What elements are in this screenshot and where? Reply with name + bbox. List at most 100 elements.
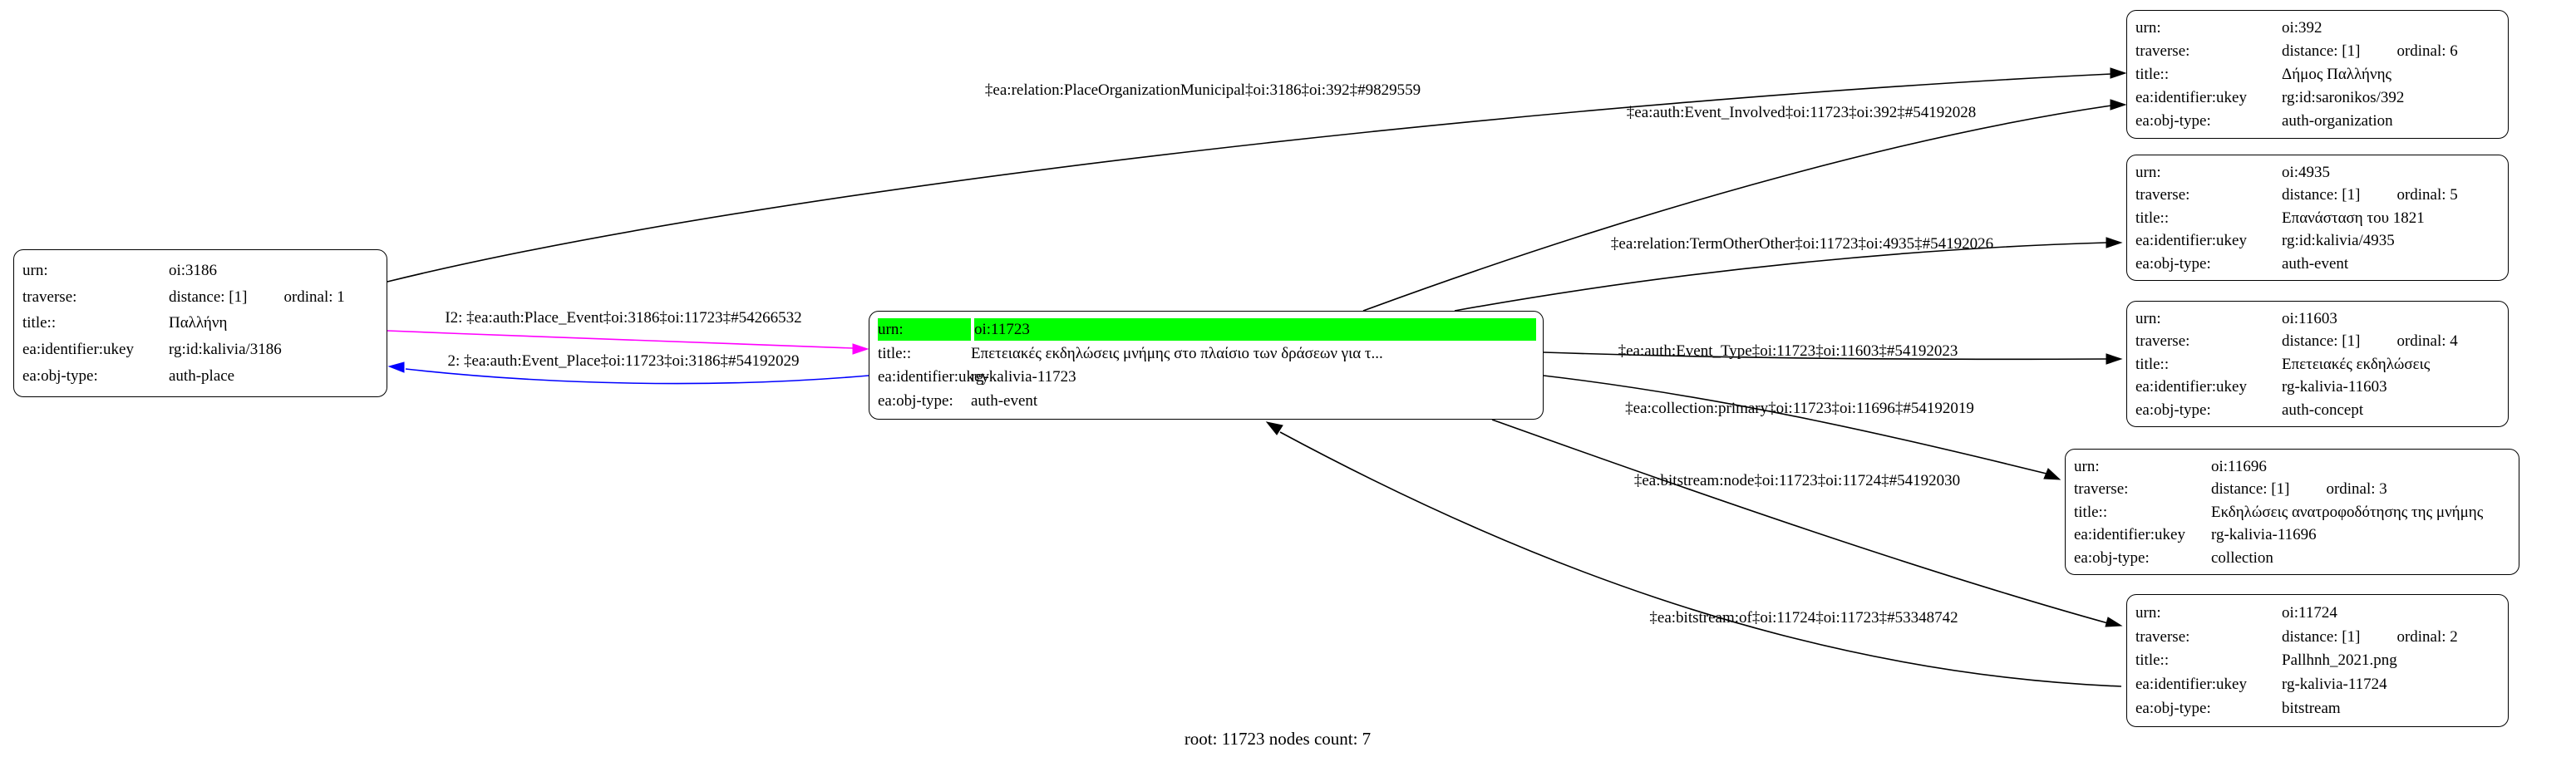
node-field-row: ea:identifier:ukey rg:id:kalivia/3186 [22,338,380,361]
node-field-row: traverse: distance: [1] ordinal: 5 [2135,184,2501,206]
field-value: rg:id:saronikos/392 [2282,89,2405,106]
field-label: ea:obj-type: [2135,254,2211,273]
field-value: oi:392 [2282,19,2322,37]
node-field-row: title:: Επετειακές εκδηλώσεις μνήμης στο… [878,342,1536,365]
field-value: distance: [1] [2282,186,2361,204]
edge-collection-primary [1543,375,2061,480]
field-value: oi:3186 [169,261,218,279]
node-field-row-highlighted: urn: oi:11723 [878,317,1536,341]
node-field-row: title:: Εκδηλώσεις ανατροφοδότησης της μ… [2074,501,2512,524]
node-field-row: ea:identifier:ukey rg-kalivia-11603 [2135,376,2501,398]
node-field-row: urn: oi:11724 [2135,602,2501,624]
edge-label-place-organization-municipal: ‡ea:relation:PlaceOrganizationMunicipal‡… [984,81,1421,99]
field-label: title:: [22,314,57,332]
edge-auth-event-type [1543,351,2123,365]
node-field-row: urn: oi:11696 [2074,455,2512,478]
field-label: title:: [2074,503,2108,521]
field-label: ea:obj-type: [878,392,953,410]
node-field-row: ea:obj-type: bitstream [2135,697,2501,720]
field-value: rg:id:kalivia/3186 [169,341,282,359]
edge-label-event-involved: ‡ea:auth:Event_Involved‡oi:11723‡oi:392‡… [1626,104,1977,121]
field-label: ea:identifier:ukey [2074,526,2185,543]
field-value-ordinal: ordinal: 3 [2326,480,2387,498]
field-value: distance: [1] [2282,42,2361,60]
node-oi-11603[interactable]: urn: oi:11603 traverse: distance: [1] or… [2126,301,2509,427]
node-oi-3186[interactable]: urn: oi:3186 traverse: distance: [1] ord… [13,249,387,397]
node-field-row: traverse: distance: [1] ordinal: 2 [2135,626,2501,648]
field-value-ordinal: ordinal: 5 [2396,186,2458,204]
field-value: rg-kalivia-11724 [2282,676,2387,694]
node-oi-11696[interactable]: urn: oi:11696 traverse: distance: [1] or… [2065,449,2519,575]
field-label: urn: [22,261,48,279]
edge-relation-term-other-other [1454,237,2123,312]
node-oi-4935[interactable]: urn: oi:4935 traverse: distance: [1] ord… [2126,155,2509,281]
field-value: Pallhnh_2021.png [2282,651,2397,670]
edge-bitstream-node [1491,419,2123,627]
node-field-row: ea:identifier:ukey rg-kalivia-11696 [2074,524,2512,546]
field-label: ea:obj-type: [2135,700,2211,718]
field-label: urn: [2135,19,2161,37]
node-field-row: title:: Επανάσταση του 1821 [2135,207,2501,229]
node-field-row: ea:identifier:ukey rg:id:kalivia/4935 [2135,229,2501,252]
edge-label-bitstream-node: ‡ea:bitstream:node‡oi:11723‡oi:11724‡#54… [1633,472,1961,489]
node-oi-11724[interactable]: urn: oi:11724 traverse: distance: [1] or… [2126,594,2509,727]
field-value: Επετειακές εκδηλώσεις μνήμης στο πλαίσιο… [971,344,1383,362]
field-label: ea:identifier:ukey [878,368,989,386]
node-field-row: urn: oi:4935 [2135,161,2501,184]
field-label: traverse: [2135,627,2190,646]
field-label: title:: [878,344,912,362]
field-value: rg:id:kalivia/4935 [2282,232,2395,249]
edge-auth-event-involved [1362,99,2127,312]
field-value-ordinal: ordinal: 6 [2396,42,2458,60]
node-field-row: title:: Παλλήνη [22,312,380,334]
node-field-row: title:: Pallhnh_2021.png [2135,649,2501,671]
field-label: traverse: [2135,42,2190,60]
edge-auth-place-event [387,330,869,355]
field-value: bitstream [2282,700,2341,718]
field-value: oi:11723 [974,317,1536,341]
field-value: Επανάσταση του 1821 [2282,209,2425,227]
field-value-ordinal: ordinal: 1 [283,288,345,306]
field-label: traverse: [2074,480,2129,498]
node-field-row: traverse: distance: [1] ordinal: 6 [2135,40,2501,62]
edge-label-event-place: 2: ‡ea:auth:Event_Place‡oi:11723‡oi:3186… [447,352,800,370]
node-field-row: urn: oi:11603 [2135,307,2501,330]
field-label: ea:identifier:ukey [2135,676,2247,694]
field-label: title:: [2135,209,2170,227]
field-label: urn: [2135,309,2161,327]
field-value: distance: [1] [169,288,248,306]
field-value: distance: [1] [2282,627,2361,646]
node-oi-11723-root[interactable]: urn: oi:11723 title:: Επετειακές εκδηλώσ… [869,311,1544,420]
node-field-row: traverse: distance: [1] ordinal: 3 [2074,478,2512,500]
field-label: title:: [2135,651,2170,670]
node-field-row: traverse: distance: [1] ordinal: 1 [22,286,380,308]
field-label: ea:identifier:ukey [2135,232,2247,249]
field-value: auth-organization [2282,112,2393,130]
field-value: distance: [1] [2211,480,2290,498]
field-value: rg-kalivia-11603 [2282,378,2387,396]
node-field-row: title:: Δήμος Παλλήνης [2135,63,2501,86]
edge-label-collection-primary: ‡ea:collection:primary‡oi:11723‡oi:11696… [1625,400,1974,417]
field-value: auth-concept [2282,401,2364,419]
node-field-row: ea:obj-type: auth-organization [2135,110,2501,132]
field-value: distance: [1] [2282,332,2361,350]
field-value: oi:11603 [2282,309,2337,327]
node-oi-392[interactable]: urn: oi:392 traverse: distance: [1] ordi… [2126,10,2509,139]
root-nodes-count-caption: root: 11723 nodes count: 7 [1184,729,1372,749]
field-label: urn: [2135,163,2161,181]
node-field-row: ea:obj-type: collection [2074,547,2512,569]
field-label: title:: [2135,66,2170,83]
node-field-row: traverse: distance: [1] ordinal: 4 [2135,330,2501,352]
edge-relation-place-organization-municipal [387,67,2127,283]
field-value: oi:4935 [2282,163,2331,181]
edge-label-term-other-other: ‡ea:relation:TermOtherOther‡oi:11723‡oi:… [1610,235,1994,253]
field-value: rg-kalivia-11696 [2211,526,2317,543]
node-field-row: ea:obj-type: auth-place [22,365,380,387]
node-field-row: ea:identifier:ukey rg-kalivia-11724 [2135,673,2501,696]
field-value: oi:11696 [2211,457,2267,475]
node-field-row: ea:obj-type: auth-concept [2135,399,2501,421]
field-label: ea:identifier:ukey [22,341,134,359]
field-label: traverse: [2135,332,2190,350]
